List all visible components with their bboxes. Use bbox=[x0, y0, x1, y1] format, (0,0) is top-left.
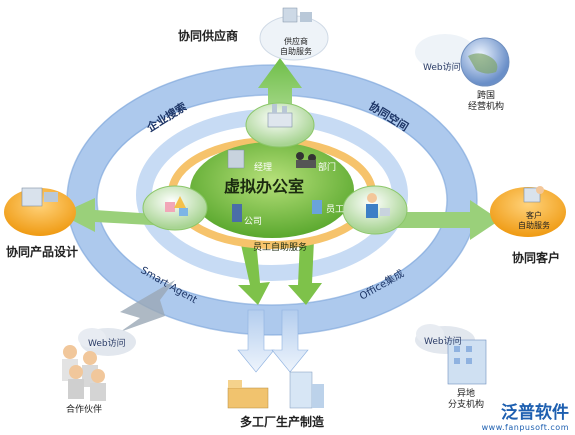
arrow-down-left bbox=[238, 240, 270, 305]
inner-label-company: 公司 bbox=[244, 216, 262, 227]
department-icon bbox=[296, 152, 316, 168]
label-factory: 多工厂生产制造 bbox=[240, 414, 325, 429]
arrow-down-factory-2 bbox=[271, 309, 309, 373]
label-cross-border-2: 经营机构 bbox=[468, 100, 504, 112]
center-title: 虚拟办公室 bbox=[224, 177, 304, 196]
label-product-design: 协同产品设计 bbox=[6, 244, 78, 259]
manager-icon bbox=[227, 149, 245, 169]
label-supplier-self-1: 供应商 bbox=[284, 36, 308, 46]
label-supplier-collab: 协同供应商 bbox=[178, 28, 238, 43]
label-customer-collab: 协同客户 bbox=[512, 250, 560, 265]
cloud-icon bbox=[78, 328, 136, 356]
arrow-right-customer bbox=[380, 200, 500, 240]
label-partner: 合作伙伴 bbox=[66, 403, 102, 415]
factory-icon bbox=[267, 104, 293, 128]
brand-url: www.fanpusoft.com bbox=[481, 423, 569, 432]
label-customer-self-2: 自助服务 bbox=[518, 220, 550, 230]
arrow-left-design bbox=[60, 198, 170, 232]
inner-label-employee: 员工 bbox=[326, 204, 344, 215]
node-customer-self-service bbox=[490, 187, 566, 237]
label-supplier-self-2: 自助服务 bbox=[280, 46, 312, 56]
arrow-smart-agent bbox=[120, 280, 175, 332]
label-branch-2: 分支机构 bbox=[448, 398, 484, 410]
globe-icon bbox=[415, 34, 510, 87]
brand-watermark: 泛普软件 www.fanpusoft.com bbox=[482, 398, 569, 432]
label-cross-border-1: 跨国 bbox=[477, 90, 495, 101]
partner-people-icon bbox=[62, 345, 106, 401]
customer-icon bbox=[523, 186, 544, 203]
brand-name: 泛普软件 bbox=[501, 403, 569, 423]
factory-buildings-icon bbox=[227, 371, 324, 409]
company-icon bbox=[232, 204, 242, 222]
employee-icon bbox=[366, 193, 390, 218]
branch-building-icon bbox=[447, 339, 487, 385]
label-branch-1: 异地 bbox=[457, 387, 475, 399]
computer-icon bbox=[21, 187, 58, 207]
staff-icon bbox=[312, 200, 322, 214]
label-web-access-top: Web访问 bbox=[423, 61, 461, 73]
supplier-icon bbox=[282, 7, 312, 23]
label-web-access-right: Web访问 bbox=[424, 335, 462, 347]
label-web-access-left: Web访问 bbox=[88, 337, 126, 349]
inner-label-department: 部门 bbox=[318, 161, 336, 173]
arrow-down-right bbox=[288, 240, 322, 305]
inner-label-manager: 经理 bbox=[254, 161, 272, 173]
label-customer-self-1: 客户 bbox=[526, 210, 542, 220]
arrow-down-factory-1 bbox=[237, 309, 275, 373]
shapes-icon bbox=[165, 196, 188, 216]
inner-label-employee-self-service: 员工自助服务 bbox=[253, 241, 307, 253]
